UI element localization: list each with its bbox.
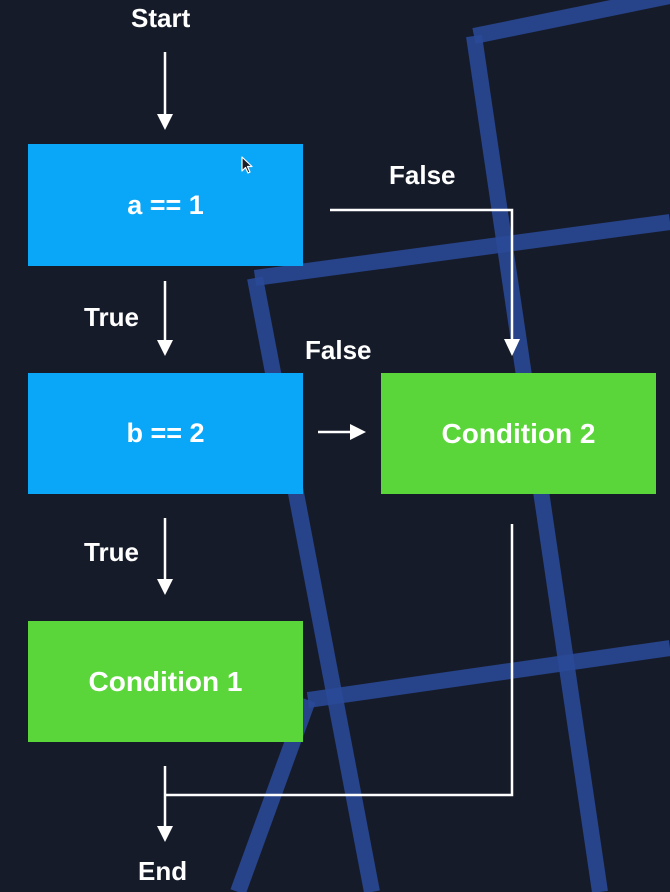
start-label: Start [131,3,191,33]
arrowhead-b-to-c2 [350,424,366,440]
bg-line [253,214,670,286]
bg-line [306,640,670,708]
arrow-a-to-c2 [330,208,514,341]
decision-a-box: a == 1 [28,144,303,266]
decision-a-text: a == 1 [127,189,204,220]
line-c2-to-merge [165,524,514,797]
bg-line [472,0,670,44]
false-label-a: False [389,160,456,190]
arrowhead-start-to-a [157,114,173,130]
condition-1-box: Condition 1 [28,621,303,742]
false-label-b: False [305,335,372,365]
arrowhead-a-to-b [157,340,173,356]
condition-2-box: Condition 2 [381,373,656,494]
decision-b-box: b == 2 [28,373,303,494]
true-label-b: True [84,537,139,567]
true-label-a: True [84,302,139,332]
condition-2-text: Condition 2 [441,417,596,449]
mouse-pointer-icon [241,156,253,174]
condition-1-text: Condition 1 [88,665,243,697]
arrowhead-b-to-c1 [157,579,173,595]
arrowhead-c1-to-end [157,826,173,842]
decision-b-text: b == 2 [126,418,205,448]
end-label: End [138,856,188,886]
arrowhead-a-to-c2 [504,339,520,356]
